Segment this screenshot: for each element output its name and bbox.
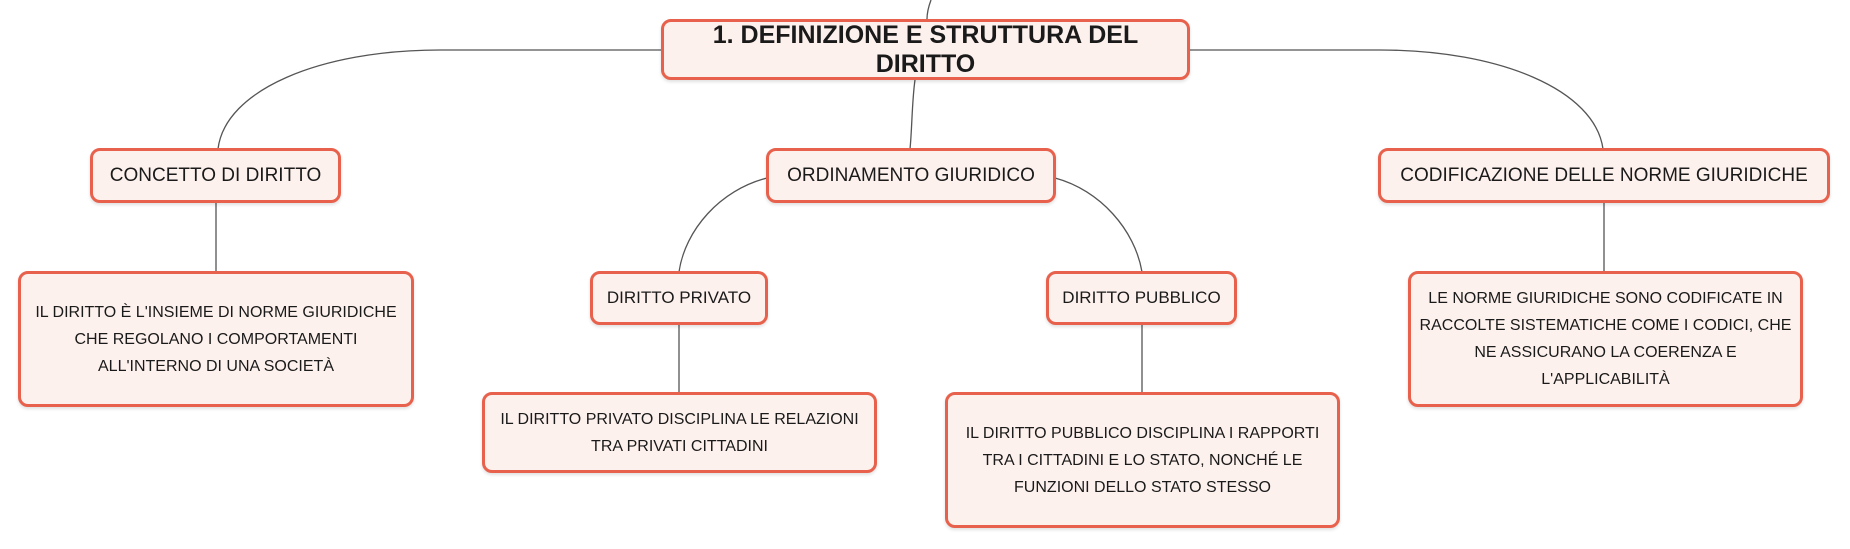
connector-ordinamento-pubblico bbox=[1054, 177, 1143, 273]
node-ordinamento-label: ORDINAMENTO GIURIDICO bbox=[787, 164, 1035, 186]
connector-root-concetto bbox=[217, 49, 664, 150]
leaf-pubblico-text: IL DIRITTO PUBBLICO DISCIPLINA I RAPPORT… bbox=[965, 424, 1320, 496]
connector-root-parent bbox=[926, 0, 932, 20]
root-node-label: 1. DEFINIZIONE E STRUTTURA DEL DIRITTO bbox=[712, 20, 1139, 78]
leaf-pubblico[interactable]: IL DIRITTO PUBBLICO DISCIPLINA I RAPPORT… bbox=[945, 392, 1340, 528]
connector-ordinamento-privato bbox=[678, 177, 768, 273]
leaf-privato-text: IL DIRITTO PRIVATO DISCIPLINA LE RELAZIO… bbox=[500, 410, 859, 455]
node-codificazione[interactable]: CODIFICAZIONE DELLE NORME GIURIDICHE bbox=[1378, 148, 1830, 203]
node-diritto-pubblico[interactable]: DIRITTO PUBBLICO bbox=[1046, 271, 1237, 325]
leaf-codificazione-text: LE NORME GIURIDICHE SONO CODIFICATE IN R… bbox=[1419, 290, 1792, 388]
leaf-codificazione[interactable]: LE NORME GIURIDICHE SONO CODIFICATE IN R… bbox=[1408, 271, 1803, 407]
connector-root-codificazione bbox=[1189, 49, 1604, 150]
node-concetto-label: CONCETTO DI DIRITTO bbox=[109, 164, 322, 186]
root-node[interactable]: 1. DEFINIZIONE E STRUTTURA DEL DIRITTO bbox=[661, 19, 1190, 80]
node-ordinamento-giuridico[interactable]: ORDINAMENTO GIURIDICO bbox=[766, 148, 1056, 203]
node-concetto-di-diritto[interactable]: CONCETTO DI DIRITTO bbox=[90, 148, 341, 203]
node-diritto-privato[interactable]: DIRITTO PRIVATO bbox=[590, 271, 768, 325]
leaf-concetto-text: IL DIRITTO È L'INSIEME DI NORME GIURIDIC… bbox=[35, 303, 397, 375]
connector-root-ordinamento bbox=[909, 79, 916, 150]
leaf-concetto[interactable]: IL DIRITTO È L'INSIEME DI NORME GIURIDIC… bbox=[18, 271, 414, 407]
node-pubblico-label: DIRITTO PUBBLICO bbox=[1062, 288, 1221, 307]
node-codificazione-label: CODIFICAZIONE DELLE NORME GIURIDICHE bbox=[1400, 164, 1808, 186]
leaf-privato[interactable]: IL DIRITTO PRIVATO DISCIPLINA LE RELAZIO… bbox=[482, 392, 877, 473]
node-privato-label: DIRITTO PRIVATO bbox=[606, 288, 752, 307]
